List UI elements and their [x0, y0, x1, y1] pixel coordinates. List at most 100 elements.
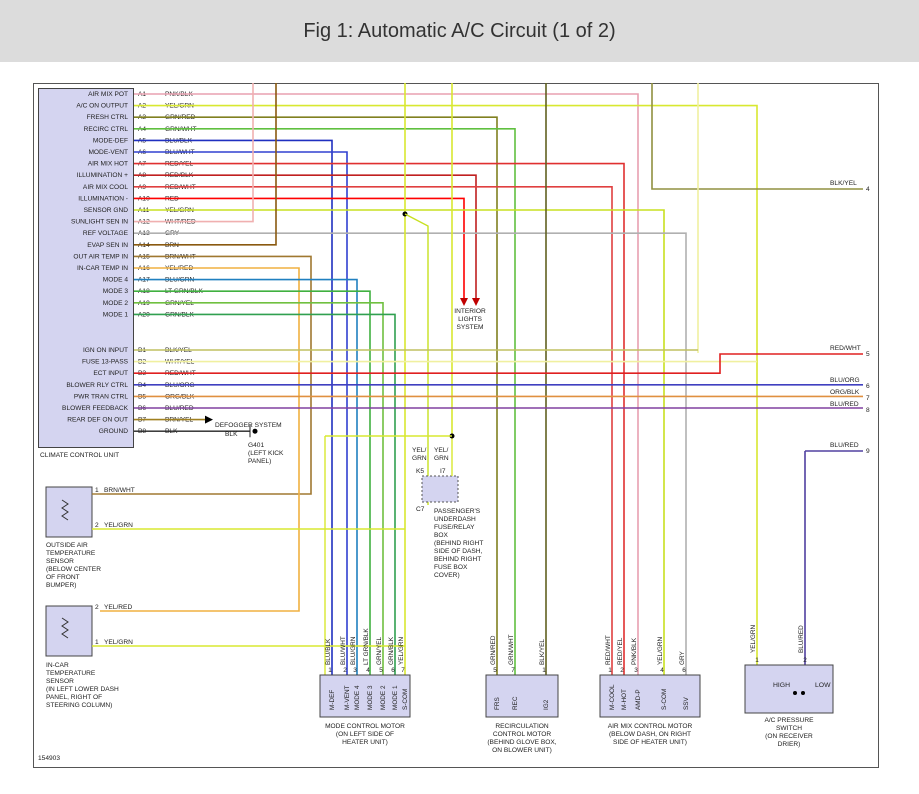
- air-mix-control-motor-label: AIR MIX CONTROL MOTOR: [608, 723, 693, 730]
- motor-pin-label: M-VENT: [344, 685, 351, 710]
- thermistor-icon: [61, 617, 69, 639]
- yel-grn-label: YEL/: [434, 447, 448, 454]
- switch-contact: [793, 691, 797, 695]
- right-wire-label: BLU/RED: [830, 401, 859, 408]
- air-mix-control-motor: [599, 674, 701, 718]
- right-wire-number: 6: [866, 383, 870, 390]
- wire-red-blk: [134, 174, 477, 300]
- incar-sensor-label: SENSOR: [46, 678, 74, 685]
- motor-wire-label: PNK/BLK: [631, 637, 638, 665]
- pressure-switch-label: DRIER): [778, 741, 801, 748]
- motor-pin-number: 1: [328, 667, 332, 674]
- right-wire-label: ORG/BLK: [830, 389, 860, 396]
- switch-contact: [801, 691, 805, 695]
- wire-gry: [134, 232, 687, 680]
- ccu-pin-label: ECT INPUT: [93, 370, 128, 377]
- outside-sensor-label: OUTSIDE AIR: [46, 542, 88, 549]
- ccu-pin-label: SENSOR GND: [84, 207, 129, 214]
- right-wire-label: RED/WHT: [830, 345, 861, 352]
- mode-control-motor: [319, 674, 411, 718]
- fuse-box-label: (BEHIND RIGHT: [434, 540, 483, 547]
- ccu-pin-label: REAR DEF ON OUT: [67, 417, 128, 424]
- fuse-box-label: COVER): [434, 572, 460, 579]
- pressure-switch-label: (ON RECEIVER: [765, 733, 813, 740]
- switch-wire-label: YEL/GRN: [750, 625, 757, 653]
- motor-wire-label: YEL/GRN: [657, 637, 664, 665]
- interior-lights-label: LIGHTS: [458, 316, 482, 323]
- wire-blu-wht: [134, 151, 348, 680]
- interior-lights-label: SYSTEM: [456, 324, 483, 331]
- ccu-pin-label: MODE-VENT: [88, 149, 128, 156]
- motor-wire-label: GRY: [679, 651, 686, 665]
- motor-pin-number: 7: [511, 667, 515, 674]
- wire-blk-yel-right: [651, 83, 863, 190]
- motor-pin-label: S-COM: [661, 689, 668, 710]
- motor-pin-number: 1: [608, 667, 612, 674]
- ccu-pin-label: SUNLIGHT SEN IN: [71, 219, 128, 226]
- motor-pin-number: 6: [682, 667, 686, 674]
- ccu-pin-label: AIR MIX POT: [88, 91, 128, 98]
- right-wire-label: BLU/ORG: [830, 377, 860, 384]
- mode-control-motor-label: (ON LEFT SIDE OF: [336, 731, 394, 738]
- motor-wire-label: BLK/YEL: [539, 639, 546, 665]
- wire-wht-red: [134, 83, 254, 223]
- ccu-pin-label: MODE 1: [103, 311, 129, 318]
- motor-pin-label: SSV: [683, 696, 690, 710]
- motor-wire-label: YEL/GRN: [398, 637, 405, 665]
- interior-arrow: [472, 298, 480, 306]
- wire-grn-yel: [134, 302, 384, 680]
- right-wire-number: 4: [866, 186, 870, 193]
- thermistor-icon: [61, 499, 69, 521]
- fuse-box-label: BOX: [434, 532, 449, 539]
- title-bar: Fig 1: Automatic A/C Circuit (1 of 2): [0, 0, 919, 62]
- switch-pin-number: 1: [755, 657, 759, 664]
- ccu-pin-label: OUT AIR TEMP IN: [73, 253, 128, 260]
- right-wire-number: 7: [866, 395, 870, 402]
- ground-label: (LEFT KICK: [248, 450, 284, 457]
- ccu-pin-label: A/C ON OUTPUT: [76, 103, 128, 110]
- fuse-box-label: FUSE/RELAY: [434, 524, 475, 531]
- c7-label: C7: [416, 506, 425, 513]
- ccu-pin-label: PWR TRAN CTRL: [74, 393, 128, 400]
- outside-sensor-label: (BELOW CENTER: [46, 566, 101, 573]
- motor-pin-number: 4: [366, 667, 370, 674]
- recirc-control-motor: [485, 674, 559, 718]
- wire-red-yel: [134, 162, 625, 680]
- motor-pin-label: M-HOT: [621, 689, 628, 710]
- motor-pin-label: M-DEF: [329, 690, 336, 710]
- ccu-pin-label: AIR MIX HOT: [88, 161, 128, 168]
- wire-red-wht-b: [134, 353, 863, 374]
- motor-pin-label: AMD-P: [635, 689, 642, 710]
- yel-grn-label: GRN: [434, 455, 449, 462]
- wire-red: [134, 197, 465, 300]
- pin-number: 2: [95, 604, 99, 611]
- ccu-pin-label: MODE-DEF: [93, 137, 128, 144]
- mode-control-motor-label: MODE CONTROL MOTOR: [325, 723, 405, 730]
- ccu-pin-label: EVAP SEN IN: [87, 242, 128, 249]
- wire-red-wht: [134, 186, 613, 680]
- defogger-arrow: [205, 415, 213, 424]
- in-car-sensor: [45, 605, 93, 657]
- outside-sensor-label: SENSOR: [46, 558, 74, 565]
- ccu-pin-label: ILLUMINATION +: [77, 172, 129, 179]
- motor-pin-label: MODE 1: [392, 685, 399, 710]
- ccu-pin-label: IGN ON INPUT: [83, 347, 128, 354]
- ac-pressure-switch: [744, 664, 834, 714]
- recirc-control-motor-label: RECIRCULATION: [495, 723, 549, 730]
- page-title: Fig 1: Automatic A/C Circuit (1 of 2): [303, 19, 616, 42]
- yel-grn-label: GRN: [412, 455, 427, 462]
- ccu-pin-label: BLOWER RLY CTRL: [66, 382, 128, 389]
- incar-sensor-label: TEMPERATURE: [46, 670, 96, 677]
- motor-wire-label: BLU/WHT: [340, 636, 347, 665]
- diagram-frame: [33, 83, 879, 768]
- right-wire-label: BLU/RED: [830, 442, 859, 449]
- recirc-control-motor-label: ON BLOWER UNIT): [492, 747, 552, 754]
- recirc-control-motor-label: CONTROL MOTOR: [493, 731, 551, 738]
- wire-label: YEL/GRN: [104, 639, 133, 646]
- pin-number: 2: [95, 522, 99, 529]
- fuse-box-label: UNDERDASH: [434, 516, 476, 523]
- motor-pin-number: 3: [353, 667, 357, 674]
- ccu-pin-label: MODE 4: [103, 277, 129, 284]
- figure-id: 154903: [38, 755, 60, 762]
